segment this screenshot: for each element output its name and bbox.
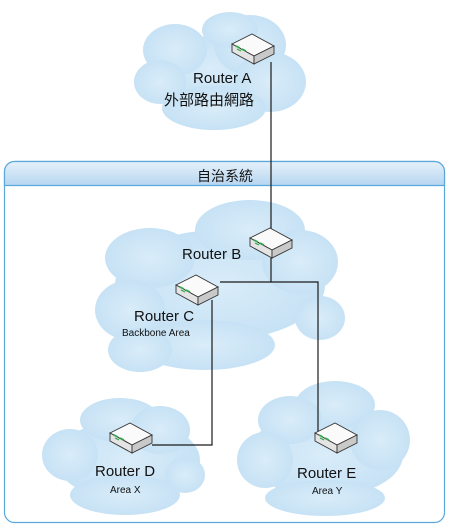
router-c-label: Router C (134, 308, 195, 325)
router-a-label: Router A (193, 70, 252, 87)
router-d-sublabel: Area X (110, 485, 141, 496)
cloud-area-x (42, 398, 205, 515)
router-d-label: Router D (95, 463, 156, 480)
link-b-e (270, 258, 319, 432)
cloud-area-y (237, 381, 410, 516)
router-e-label: Router E (297, 465, 357, 482)
link-c-d (152, 300, 213, 446)
cloud-external (134, 12, 306, 130)
router-e-sublabel: Area Y (312, 486, 343, 497)
links (152, 62, 319, 446)
router-c-sublabel: Backbone Area (122, 328, 190, 339)
router-a-sublabel: 外部路由網路 (164, 91, 255, 109)
router-b-label: Router B (182, 246, 242, 263)
autonomous-system-title: 自治系統 (197, 169, 253, 185)
